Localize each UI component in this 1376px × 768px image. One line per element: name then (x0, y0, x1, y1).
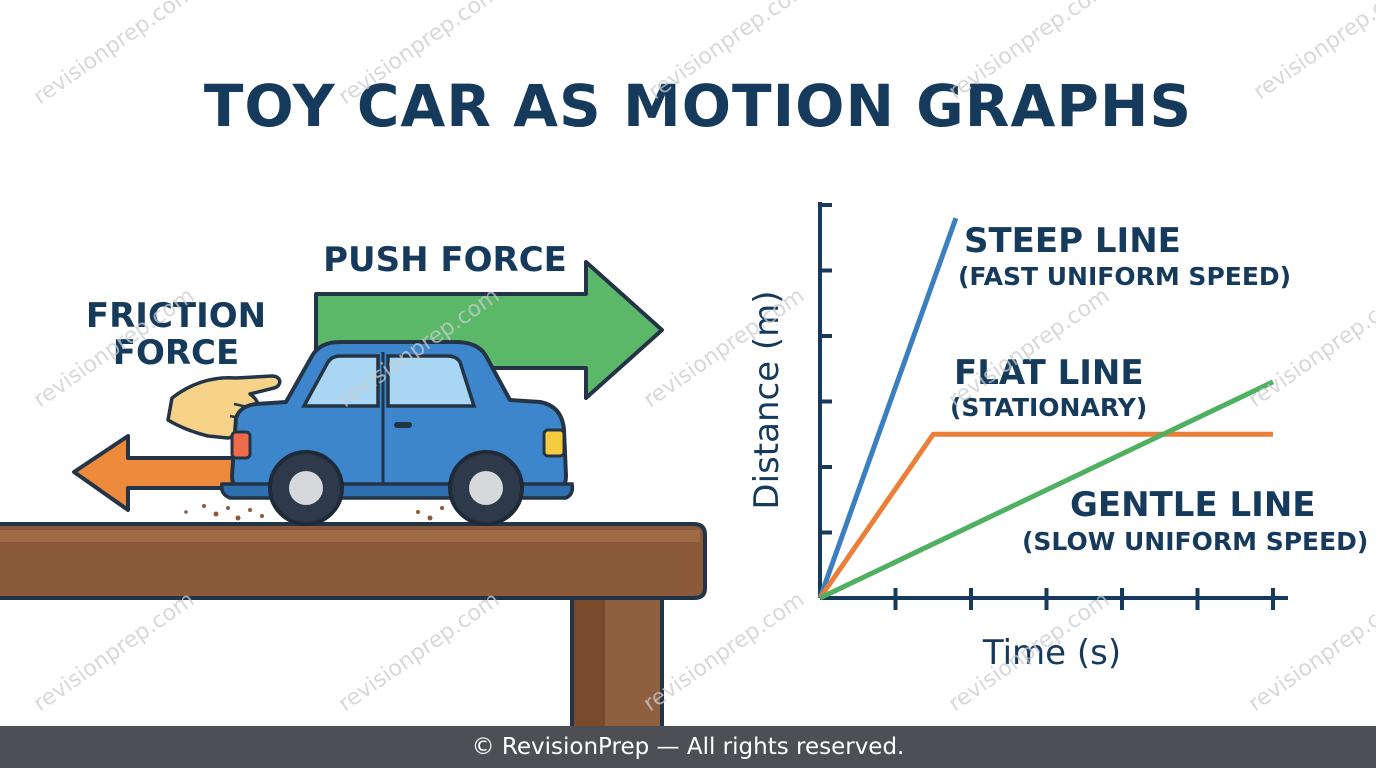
graph-lines (817, 217, 1275, 601)
watermark-text: revisionprep.com (334, 587, 504, 717)
table-top (0, 522, 707, 600)
car-window-front (386, 354, 477, 408)
y-axis-label: Distance (m) (747, 290, 787, 509)
table (0, 522, 707, 737)
axis-ticks (818, 203, 1275, 610)
push-force-label: PUSH FORCE (323, 240, 567, 280)
watermark-text: revisionprep.com (1244, 587, 1376, 717)
watermark-text: revisionprep.com (29, 587, 199, 717)
car-hubcap-rear (289, 471, 323, 505)
gentle-line-title: GENTLE LINE (1070, 485, 1316, 525)
watermark-text: revisionprep.com (1244, 283, 1376, 413)
steep-line-title: STEEP LINE (964, 221, 1181, 261)
flat-line-title: FLAT LINE (954, 353, 1144, 393)
table-leg-highlight (605, 598, 660, 732)
gentle-line (818, 379, 1275, 601)
friction-label-line2: FORCE (113, 333, 240, 373)
watermark-text: revisionprep.com (1249, 0, 1376, 105)
steep-line (817, 217, 959, 599)
car-door-handle (394, 422, 412, 428)
table-top-highlight (0, 530, 700, 542)
friction-force-arrow (72, 434, 242, 512)
steep-line-subtitle: (FAST UNIFORM SPEED) (958, 262, 1291, 291)
copyright-footer: © RevisionPrep — All rights reserved. (0, 726, 1376, 768)
gentle-line-subtitle: (SLOW UNIFORM SPEED) (1022, 527, 1368, 556)
page-title: TOY CAR AS MOTION GRAPHS (204, 72, 1192, 140)
car-headlight (542, 428, 566, 458)
toy-car (219, 340, 575, 526)
friction-label-line1: FRICTION (86, 296, 266, 336)
car-taillight (230, 430, 252, 460)
flat-line-subtitle: (STATIONARY) (950, 393, 1147, 422)
watermark-text: revisionprep.com (639, 587, 809, 717)
dust-particles (184, 504, 444, 521)
watermark-text: revisionprep.com (29, 0, 199, 110)
distance-time-graph: STEEP LINE (FAST UNIFORM SPEED) FLAT LIN… (747, 202, 1368, 673)
car-hubcap-front (469, 471, 503, 505)
x-axis-label: Time (s) (982, 633, 1121, 673)
car-window-rear (301, 354, 380, 408)
